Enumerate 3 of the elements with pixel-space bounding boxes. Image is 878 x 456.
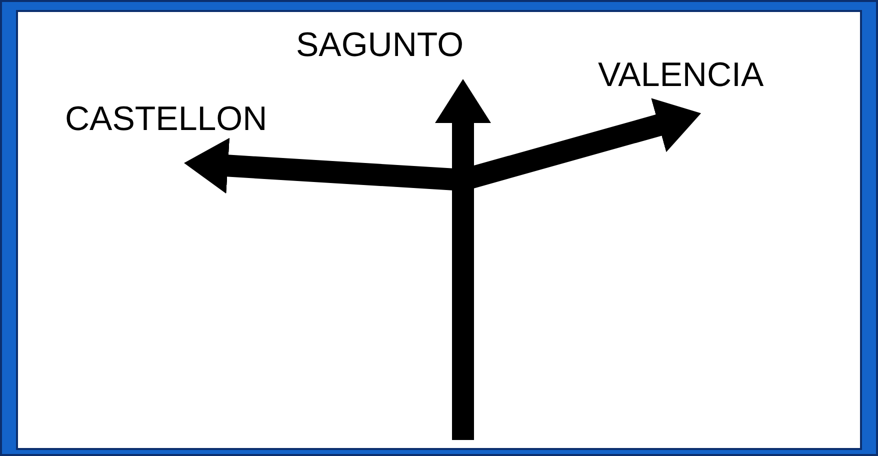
place-name: CASTELLON bbox=[65, 102, 268, 136]
place-name: VALENCIA bbox=[598, 58, 764, 92]
place-name: SAGUNTO bbox=[296, 28, 464, 62]
